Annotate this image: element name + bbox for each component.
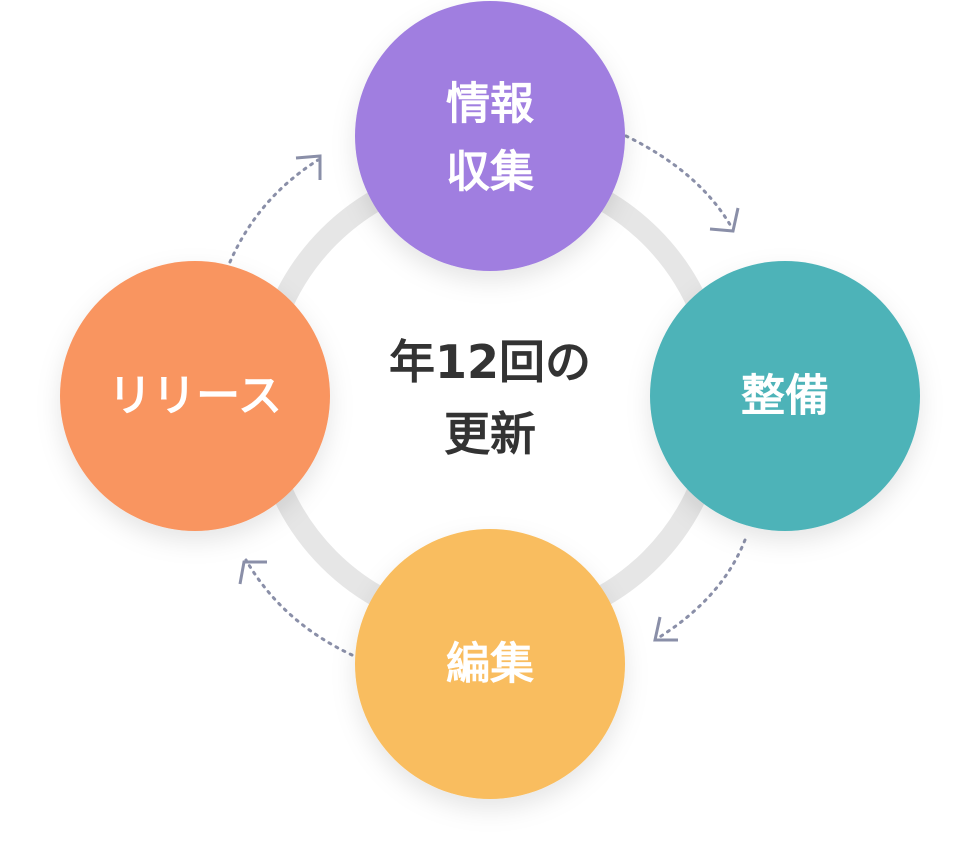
arrowhead-release-to-collect (295, 154, 322, 180)
node-collect (355, 1, 625, 271)
arrowhead-edit-to-release (238, 560, 267, 585)
center-title-line-2: 更新 (444, 407, 536, 461)
arrow-release-to-collect (228, 158, 320, 264)
center-title-line-1: 年12回の (389, 335, 591, 389)
cycle-arrows (228, 134, 747, 657)
arrow-organize-to-edit (656, 538, 747, 640)
node-organize (650, 261, 920, 531)
node-collect-label-1: 情報 (446, 79, 534, 130)
node-organize-label: 整備 (741, 371, 829, 422)
arrowhead-organize-to-edit (653, 616, 678, 642)
node-release-label: リリース (108, 371, 282, 422)
arrow-edit-to-release (244, 558, 354, 657)
node-edit-label: 編集 (446, 639, 534, 690)
arrow-collect-to-organize (624, 134, 734, 230)
node-collect-circle (355, 1, 625, 271)
node-organize-circle (650, 261, 920, 531)
node-collect-label-2: 収集 (446, 147, 534, 198)
node-release-circle (60, 261, 330, 531)
node-edit (355, 529, 625, 799)
node-release (60, 261, 330, 531)
node-edit-circle (355, 529, 625, 799)
arrowhead-collect-to-organize (709, 207, 740, 233)
